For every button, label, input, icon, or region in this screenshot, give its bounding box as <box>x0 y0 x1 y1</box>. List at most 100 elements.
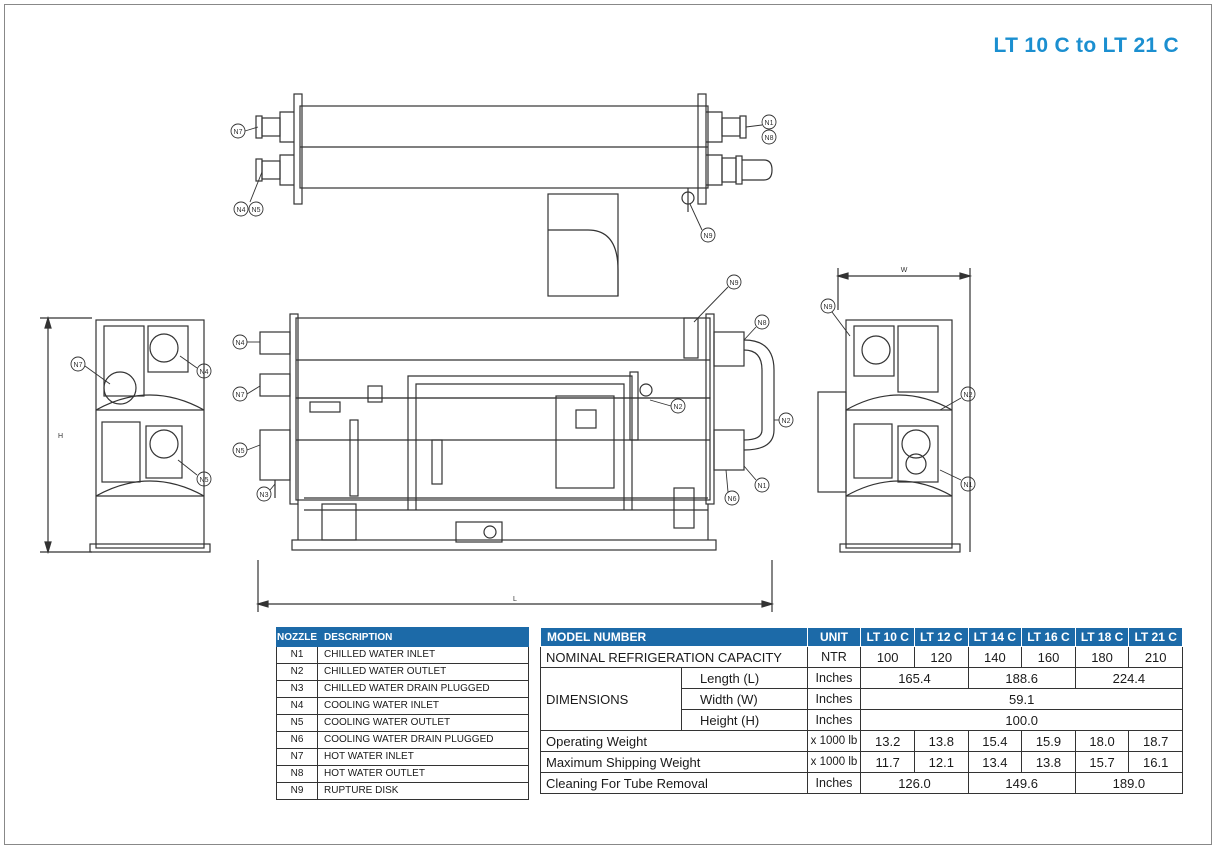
height-row: Height (H) Inches 100.0 <box>541 709 1183 731</box>
label-n4: N4 <box>200 369 209 376</box>
length-unit: Inches <box>806 667 862 689</box>
model-header: LT 21 C <box>1128 627 1183 647</box>
width-row: Width (W) Inches 59.1 <box>541 688 1183 710</box>
label-n2: N2 <box>964 392 973 399</box>
shipping-weight-value: 13.8 <box>1021 751 1076 773</box>
model-number-header: MODEL NUMBER <box>540 627 808 647</box>
shipping-weight-row: Maximum Shipping Weight x 1000 lb 11.7 1… <box>540 751 1183 773</box>
nozzle-id: N7 <box>276 748 318 766</box>
dimensions-label: DIMENSIONS <box>540 667 682 731</box>
nozzle-id: N5 <box>276 714 318 732</box>
description-header: DESCRIPTION <box>317 627 529 647</box>
right-end-view-drawing <box>817 268 973 553</box>
nozzle-description: COOLING WATER DRAIN PLUGGED <box>317 731 529 749</box>
dimension-h-label: H <box>58 433 63 440</box>
nozzle-id: N3 <box>276 680 318 698</box>
length-label: Length (L) <box>680 667 808 689</box>
nozzle-id: N4 <box>276 697 318 715</box>
operating-weight-value: 13.8 <box>913 730 969 752</box>
height-unit: Inches <box>806 709 862 731</box>
length-value: 188.6 <box>967 667 1076 689</box>
shipping-weight-value: 12.1 <box>913 751 969 773</box>
label-n9: N9 <box>730 280 739 287</box>
label-n7: N7 <box>236 392 245 399</box>
label-n5: N5 <box>200 477 209 484</box>
model-header: LT 10 C <box>860 627 915 647</box>
nozzle-description: HOT WATER INLET <box>317 748 529 766</box>
model-header: LT 18 C <box>1074 627 1130 647</box>
nozzle-description: COOLING WATER OUTLET <box>317 714 529 732</box>
nozzle-description: RUPTURE DISK <box>317 782 529 800</box>
label-n1: N1 <box>758 483 767 490</box>
cleaning-unit: Inches <box>806 772 862 794</box>
front-view-drawing <box>255 313 775 612</box>
label-n6: N6 <box>728 496 737 503</box>
label-n2: N2 <box>674 404 683 411</box>
cleaning-value: 189.0 <box>1074 772 1184 794</box>
capacity-value: 160 <box>1021 646 1076 668</box>
model-header: LT 14 C <box>967 627 1023 647</box>
capacity-unit: NTR <box>806 646 862 668</box>
capacity-label: NOMINAL REFRIGERATION CAPACITY <box>540 646 808 668</box>
label-n4: N4 <box>236 340 245 347</box>
operating-weight-value: 15.4 <box>967 730 1023 752</box>
label-n9: N9 <box>824 304 833 311</box>
label-n7: N7 <box>234 129 243 136</box>
left-end-view-drawing <box>40 315 211 555</box>
shipping-weight-label: Maximum Shipping Weight <box>540 751 808 773</box>
nozzle-header: NOZZLE <box>276 627 318 647</box>
width-value: 59.1 <box>860 688 1183 710</box>
shipping-weight-value: 11.7 <box>860 751 915 773</box>
capacity-value: 210 <box>1128 646 1183 668</box>
cleaning-row: Cleaning For Tube Removal Inches 126.0 1… <box>540 772 1184 794</box>
capacity-row: NOMINAL REFRIGERATION CAPACITY NTR 100 1… <box>540 646 1183 668</box>
length-value: 224.4 <box>1074 667 1184 689</box>
label-n8: N8 <box>758 320 767 327</box>
dimension-l-label: L <box>513 596 517 603</box>
shipping-weight-value: 13.4 <box>967 751 1023 773</box>
operating-weight-unit: x 1000 lb <box>806 730 862 752</box>
nozzle-id: N9 <box>276 782 318 800</box>
nozzle-description: CHILLED WATER DRAIN PLUGGED <box>317 680 529 698</box>
nozzle-description: CHILLED WATER INLET <box>317 646 529 664</box>
capacity-value: 120 <box>913 646 969 668</box>
nozzle-id: N6 <box>276 731 318 749</box>
spec-table: MODEL NUMBER UNIT LT 10 C LT 12 C LT 14 … <box>540 627 1184 794</box>
label-n1: N1 <box>765 120 774 127</box>
label-n5: N5 <box>252 207 261 214</box>
page-frame <box>4 4 1212 845</box>
dimension-w-label: W <box>901 267 908 274</box>
label-n8: N8 <box>765 135 774 142</box>
cleaning-label: Cleaning For Tube Removal <box>540 772 808 794</box>
label-n2: N2 <box>782 418 791 425</box>
length-row: DIMENSIONS Length (L) Inches 165.4 188.6… <box>540 667 1184 731</box>
width-unit: Inches <box>806 688 862 710</box>
cleaning-value: 149.6 <box>967 772 1076 794</box>
operating-weight-label: Operating Weight <box>540 730 808 752</box>
shipping-weight-unit: x 1000 lb <box>806 751 862 773</box>
operating-weight-value: 18.7 <box>1128 730 1183 752</box>
capacity-value: 100 <box>860 646 915 668</box>
chiller-drawings: N7 N1 N8 N4 N5 N9 N4 N7 N5 N3 N9 N8 N2 N… <box>40 93 976 612</box>
capacity-value: 140 <box>967 646 1023 668</box>
nozzle-callouts: N7 N1 N8 N4 N5 N9 N4 N7 N5 N3 N9 N8 N2 N… <box>70 114 976 506</box>
model-header: LT 12 C <box>913 627 969 647</box>
shipping-weight-value: 15.7 <box>1074 751 1130 773</box>
length-value: 165.4 <box>860 667 969 689</box>
capacity-value: 180 <box>1074 646 1130 668</box>
label-n9: N9 <box>704 233 713 240</box>
model-header: LT 16 C <box>1021 627 1076 647</box>
nozzle-description: HOT WATER OUTLET <box>317 765 529 783</box>
label-n5: N5 <box>236 448 245 455</box>
nozzle-description: CHILLED WATER OUTLET <box>317 663 529 681</box>
nozzle-id: N2 <box>276 663 318 681</box>
width-label: Width (W) <box>680 688 808 710</box>
nozzle-description: COOLING WATER INLET <box>317 697 529 715</box>
